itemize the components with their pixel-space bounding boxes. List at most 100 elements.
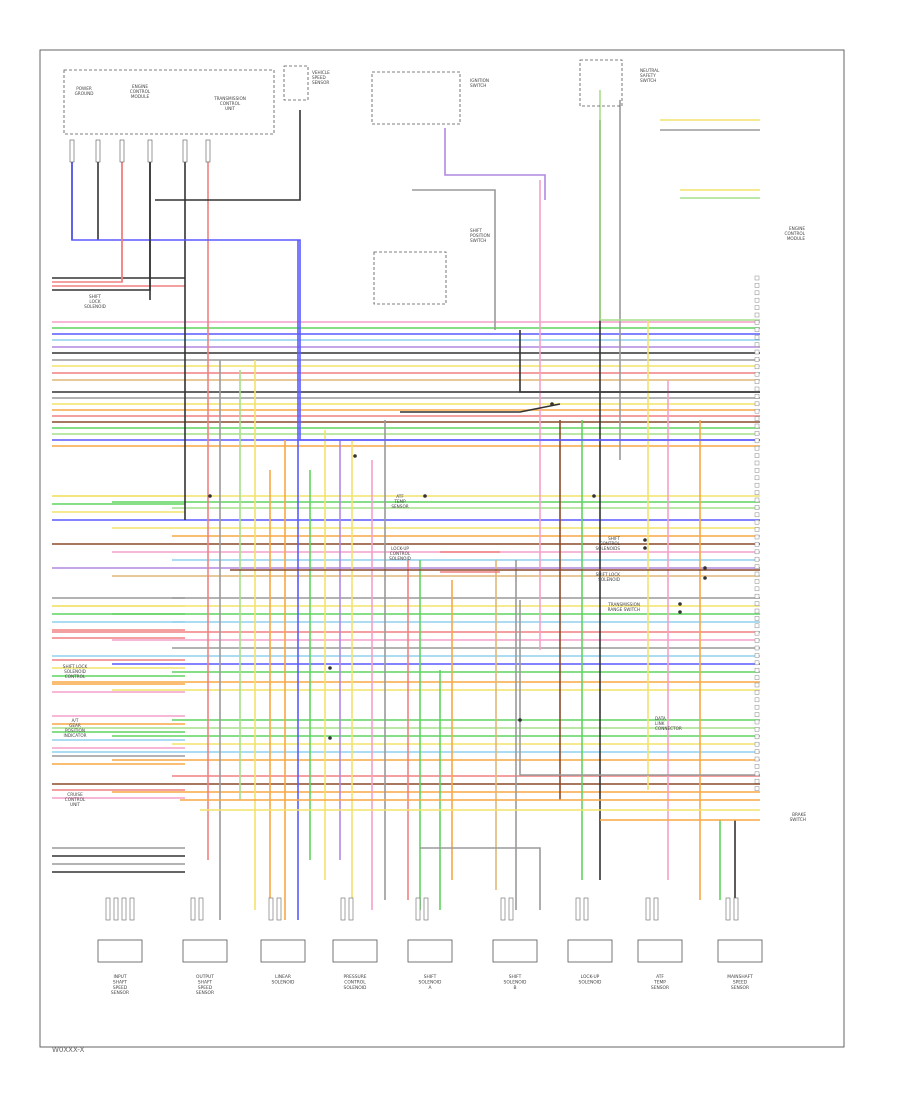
right-pin-25 xyxy=(754,460,760,466)
right-pin-55 xyxy=(754,682,760,688)
right-pin-68 xyxy=(754,778,760,784)
junction-dot-11 xyxy=(678,602,682,606)
right-pin-5 xyxy=(754,312,760,318)
shift-switch-feed xyxy=(412,189,496,330)
right-pin-27 xyxy=(754,475,760,481)
bottom-pin-5-1 xyxy=(508,897,514,921)
right-pin-61 xyxy=(754,727,760,732)
right-pin-66 xyxy=(754,764,760,769)
junction-dot-9 xyxy=(703,566,707,570)
right-pin-31 xyxy=(754,505,760,510)
junction-dot-0 xyxy=(208,494,212,498)
bottom-pin-1-0 xyxy=(190,897,196,921)
right-pin-65 xyxy=(754,756,760,762)
right-pin-35 xyxy=(754,534,760,540)
bottom-pin-7-1 xyxy=(653,897,659,921)
right-pin-44 xyxy=(754,601,760,606)
junction-dot-4 xyxy=(592,494,596,498)
diagram-border xyxy=(39,49,845,1048)
junction-dot-2 xyxy=(328,736,332,740)
bottom-pin-0-1 xyxy=(113,897,119,921)
right-pin-36 xyxy=(754,542,760,547)
bottom-connector-1 xyxy=(182,939,228,963)
right-top-box xyxy=(579,59,623,107)
right-pin-38 xyxy=(754,556,760,562)
right-pin-43 xyxy=(754,593,760,599)
left-top-box xyxy=(63,69,275,135)
right-pin-15 xyxy=(754,386,760,392)
bottom-connector-6 xyxy=(567,939,613,963)
right-pin-46 xyxy=(754,616,760,621)
top-route-sensor xyxy=(155,110,301,201)
junction-dot-7 xyxy=(643,538,647,542)
top-pin-0 xyxy=(69,139,75,163)
right-pin-21 xyxy=(754,431,760,436)
top-pin-5 xyxy=(205,139,211,163)
junction-dot-12 xyxy=(678,610,682,614)
right-pin-28 xyxy=(754,482,760,488)
bottom-connector-2 xyxy=(260,939,306,963)
bottom-pin-3-1 xyxy=(348,897,354,921)
right-pin-50 xyxy=(754,645,760,651)
right-pin-23 xyxy=(754,445,760,451)
right-pin-33 xyxy=(754,519,760,525)
bottom-pin-2-1 xyxy=(276,897,282,921)
bottom-connector-8 xyxy=(717,939,763,963)
right-pin-4 xyxy=(754,305,760,310)
right-pin-29 xyxy=(754,490,760,495)
bottom-pin-7-0 xyxy=(645,897,651,921)
bottom-pin-2-0 xyxy=(268,897,274,921)
top-pin-2 xyxy=(119,139,125,163)
top-route-blue xyxy=(71,160,760,441)
bottom-pin-4-1 xyxy=(423,897,429,921)
right-pin-11 xyxy=(754,357,760,362)
right-pin-3 xyxy=(754,297,760,303)
right-pin-16 xyxy=(754,394,760,399)
top-pin-3 xyxy=(147,139,153,163)
brake-route xyxy=(519,600,760,776)
right-pin-10 xyxy=(754,349,760,355)
bottom-pin-6-1 xyxy=(583,897,589,921)
right-pin-62 xyxy=(754,734,760,740)
right-pin-47 xyxy=(754,623,760,629)
junction-dot-1 xyxy=(328,666,332,670)
right-pin-24 xyxy=(754,453,760,458)
bottom-pin-1-1 xyxy=(198,897,204,921)
right-pin-6 xyxy=(754,320,760,325)
bottom-connector-0 xyxy=(97,939,143,963)
bottom-pin-5-0 xyxy=(500,897,506,921)
component-layer xyxy=(63,59,763,963)
right-pin-0 xyxy=(754,275,760,281)
right-pin-7 xyxy=(754,327,760,333)
top-pin-4 xyxy=(182,139,188,163)
right-pin-42 xyxy=(754,586,760,592)
bottom-pin-6-0 xyxy=(575,897,581,921)
right-pin-53 xyxy=(754,667,760,673)
bottom-pin-0-0 xyxy=(105,897,111,921)
right-pin-9 xyxy=(754,342,760,347)
right-pin-52 xyxy=(754,660,760,666)
right-pin-14 xyxy=(754,379,760,384)
right-pin-37 xyxy=(754,549,760,555)
